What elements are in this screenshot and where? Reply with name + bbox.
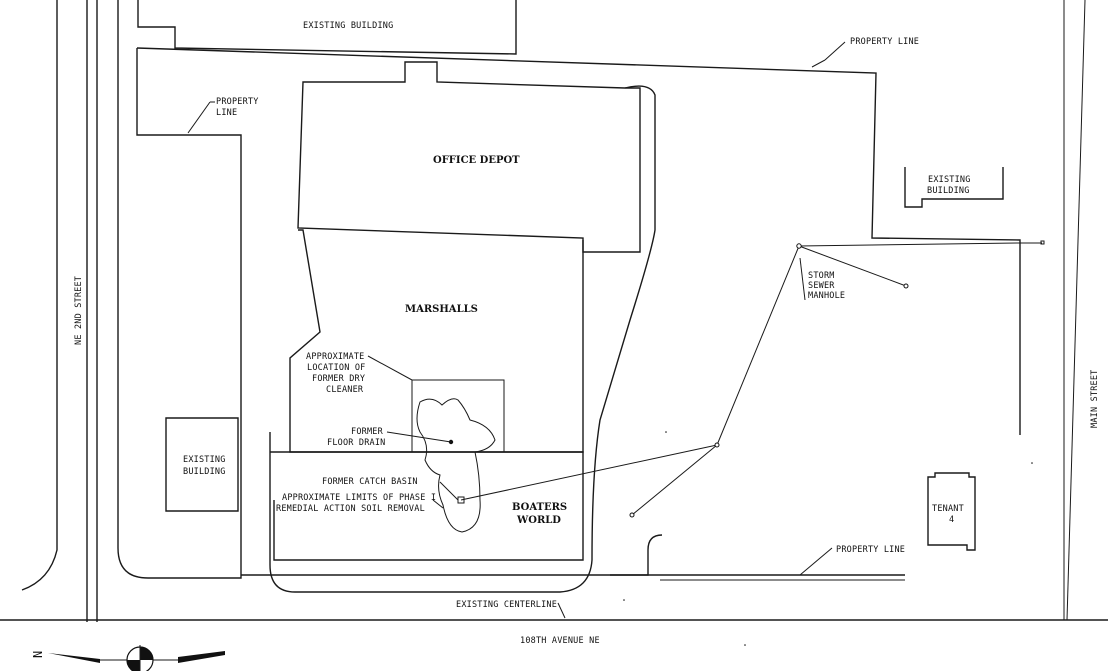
- label-storm-sewer-3: MANHOLE: [808, 291, 845, 301]
- existing-building-left: [165, 417, 239, 512]
- marshalls-building: [289, 229, 584, 453]
- property-boundary: [117, 0, 242, 579]
- label-marshalls: MARSHALLS: [405, 304, 478, 315]
- existing-building-right: [904, 167, 1004, 208]
- label-property-line-left-1: PROPERTY: [216, 97, 259, 107]
- phase1-removal-limits: [416, 398, 496, 533]
- label-boaters-world-1: BOATERS: [512, 502, 567, 513]
- tenant-4-building: [927, 472, 976, 551]
- former-dry-cleaner-box: [411, 379, 505, 453]
- label-dry-cleaner-2: LOCATION OF: [307, 363, 366, 373]
- label-phase1-1: APPROXIMATE LIMITS OF PHASE I: [282, 493, 436, 503]
- label-storm-sewer-2: SEWER: [808, 281, 835, 291]
- label-storm-sewer-1: STORM: [808, 271, 835, 281]
- label-existing-centerline: EXISTING CENTERLINE: [456, 600, 557, 610]
- label-property-line-left-2: LINE: [216, 108, 237, 118]
- office-depot-building: [297, 61, 641, 253]
- north-arrow: N: [31, 645, 225, 671]
- storm-sewer-lines: [460, 242, 1021, 518]
- leader-lines: [187, 41, 846, 619]
- label-property-line-bottom: PROPERTY LINE: [836, 545, 905, 555]
- existing-building-top: [137, 0, 517, 55]
- label-dry-cleaner-1: APPROXIMATE: [306, 352, 365, 362]
- label-dry-cleaner-4: CLEANER: [326, 385, 364, 395]
- label-avenue: 108TH AVENUE NE: [520, 636, 600, 646]
- street-lines: [0, 0, 1108, 622]
- label-existing-building-left-2: BUILDING: [183, 467, 226, 477]
- north-label: N: [31, 651, 45, 658]
- label-floor-drain-2: FLOOR DRAIN: [327, 438, 386, 448]
- label-catch-basin: FORMER CATCH BASIN: [322, 477, 418, 487]
- label-tenant-2: 4: [949, 515, 954, 525]
- label-existing-building-right-1: EXISTING: [928, 175, 971, 185]
- label-ne-2nd-street: NE 2ND STREET: [74, 276, 84, 345]
- label-dry-cleaner-3: FORMER DRY: [312, 374, 365, 384]
- label-boaters-world-2: WORLD: [516, 515, 561, 526]
- label-phase1-2: REMEDIAL ACTION SOIL REMOVAL: [276, 504, 425, 514]
- label-office-depot: OFFICE DEPOT: [433, 155, 520, 166]
- property-line-top: [136, 47, 1021, 435]
- label-tenant-1: TENANT: [932, 504, 964, 514]
- label-property-line-top-right: PROPERTY LINE: [850, 37, 919, 47]
- label-existing-building-right-2: BUILDING: [927, 186, 970, 196]
- label-floor-drain-1: FORMER: [351, 427, 384, 437]
- label-existing-building-left-1: EXISTING: [183, 455, 226, 465]
- label-main-street: MAIN STREET: [1090, 370, 1100, 429]
- label-existing-building-top: EXISTING BUILDING: [303, 21, 393, 31]
